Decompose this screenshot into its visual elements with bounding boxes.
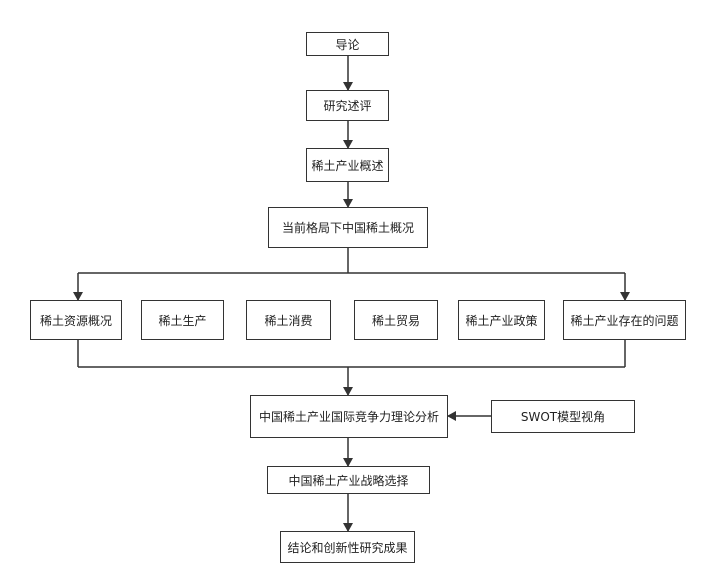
node-competitiveness-analysis: 中国稀土产业国际竞争力理论分析 bbox=[250, 395, 448, 438]
node-rare-earth-production: 稀土生产 bbox=[141, 300, 224, 340]
node-intro: 导论 bbox=[306, 32, 389, 56]
node-swot-perspective: SWOT模型视角 bbox=[491, 400, 635, 433]
node-strategy-choice: 中国稀土产业战略选择 bbox=[267, 466, 430, 494]
node-rare-earth-resources: 稀土资源概况 bbox=[30, 300, 122, 340]
node-rare-earth-trade: 稀土贸易 bbox=[354, 300, 438, 340]
node-industry-policy: 稀土产业政策 bbox=[458, 300, 545, 340]
node-rare-earth-consumption: 稀土消费 bbox=[246, 300, 331, 340]
node-industry-overview: 稀土产业概述 bbox=[306, 148, 389, 182]
node-current-situation: 当前格局下中国稀土概况 bbox=[268, 207, 428, 248]
node-research-review: 研究述评 bbox=[306, 90, 389, 121]
node-conclusion: 结论和创新性研究成果 bbox=[280, 531, 415, 563]
node-industry-problems: 稀土产业存在的问题 bbox=[563, 300, 686, 340]
